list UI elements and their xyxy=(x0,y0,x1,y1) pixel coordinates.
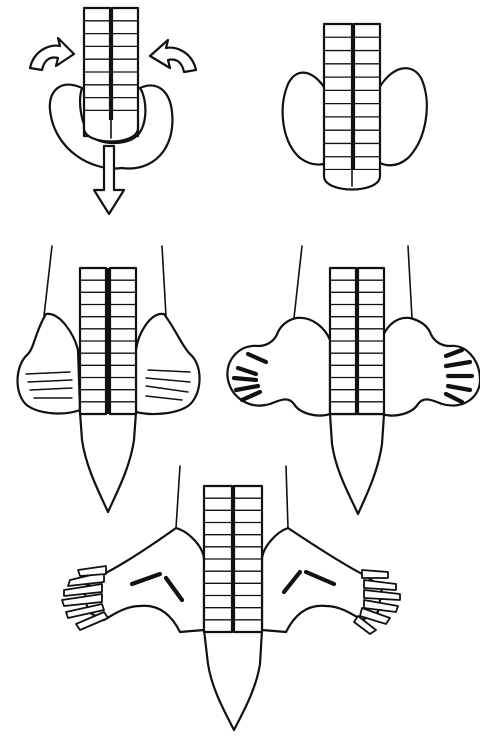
body-outline-left xyxy=(176,466,180,528)
segmented-column xyxy=(330,268,384,414)
segmented-column xyxy=(324,24,380,190)
tail-bud xyxy=(80,412,136,512)
segmented-column xyxy=(204,486,262,632)
tail-bud xyxy=(204,630,262,730)
left-hand-digits xyxy=(62,566,108,630)
body-outline-left xyxy=(294,246,302,318)
stage-5-limbs-with-digits xyxy=(62,466,400,730)
tail-bud xyxy=(330,414,384,514)
curved-arrow-left-icon xyxy=(30,38,74,70)
body-outline-right xyxy=(162,246,166,316)
body-outline-right xyxy=(286,466,288,528)
curved-arrow-right-icon xyxy=(150,40,196,72)
segmented-column xyxy=(84,8,138,142)
segmented-column xyxy=(80,268,136,414)
stage-4-digit-rays xyxy=(227,246,480,514)
stage-2-lobes xyxy=(283,24,427,190)
stage-1-folding-with-arrows xyxy=(30,8,196,214)
right-limb-plate xyxy=(382,318,480,416)
body-outline-left xyxy=(44,246,52,316)
body-outline-right xyxy=(408,246,412,318)
stage-3-paddles xyxy=(18,246,200,512)
